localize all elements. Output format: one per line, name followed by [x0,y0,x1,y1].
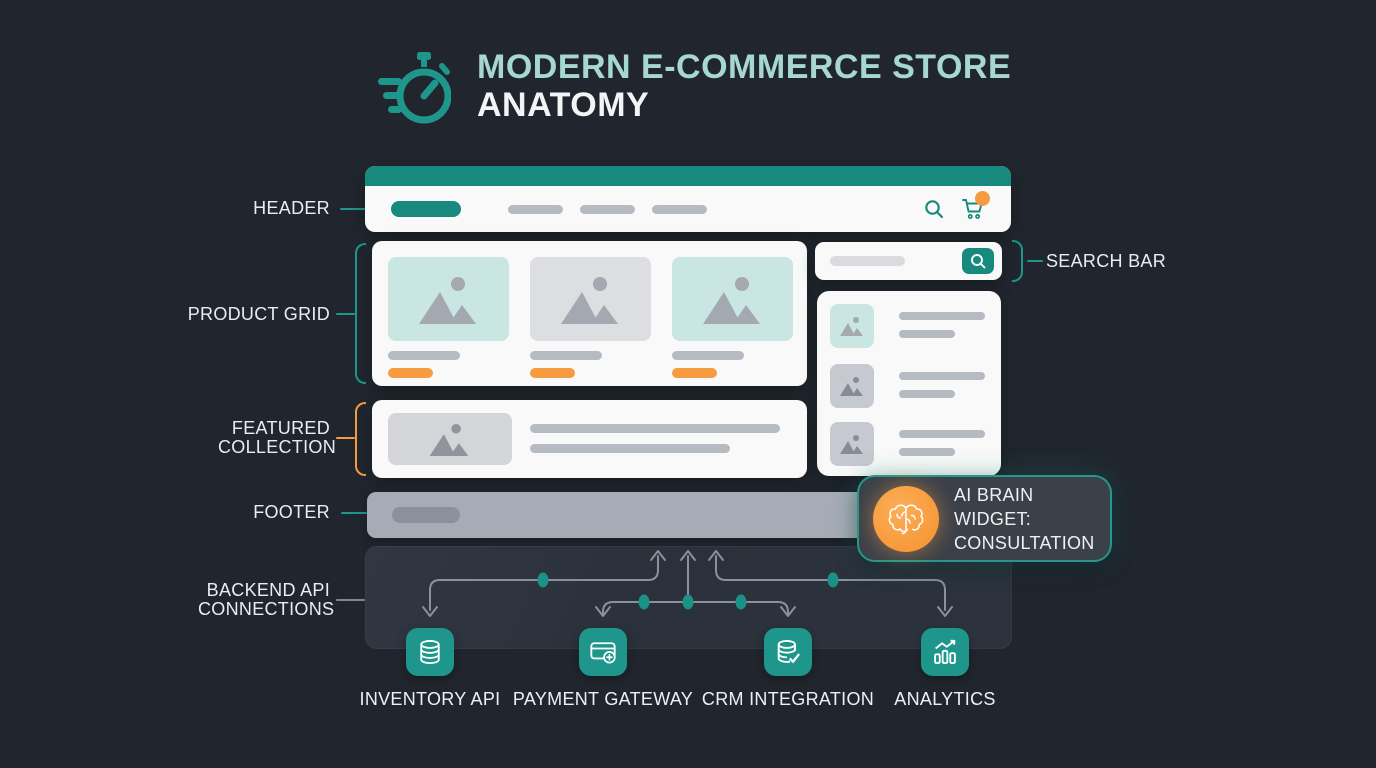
search-icon [925,199,944,218]
backend-item-label: ANALYTICS [894,689,996,709]
analytics-chart-icon [934,639,956,665]
product-price-placeholder [672,368,717,378]
product-image-placeholder [530,257,651,341]
product-title-placeholder [672,351,744,360]
database-check-icon [777,639,800,664]
product-image-placeholder [388,257,509,341]
featured-collection-mockup [372,400,807,478]
label-backend: BACKEND API CONNECTIONS [198,580,335,619]
list-item-line-placeholder [899,390,955,398]
nav-link-placeholder [652,204,707,214]
product-title-placeholder [388,351,460,360]
title-line-2: ANATOMY [477,86,650,124]
search-bar-connector-line [1027,260,1043,262]
list-item-line-placeholder [899,330,955,338]
list-item-line-placeholder [899,430,985,438]
list-item-line-placeholder [899,312,985,320]
product-image-placeholder [672,257,793,341]
image-placeholder-icon [840,377,863,396]
header-top-band [365,166,1011,186]
payment-gateway-node [579,628,627,676]
footer-logo-placeholder [392,507,460,523]
analytics-node [921,628,969,676]
product-list-mockup [817,291,1001,476]
nav-link-placeholder [508,204,563,214]
backend-connector-line [336,599,365,601]
backend-item-label: CRM INTEGRATION [701,689,875,709]
stopwatch-icon [378,52,451,124]
product-title-placeholder [530,351,602,360]
storefront-header-mockup [365,166,1011,232]
header-connector-line [340,208,366,210]
search-bar-bracket [1012,240,1023,282]
search-icon [970,253,985,268]
featured-line-placeholder [530,424,780,433]
product-price-placeholder [530,368,575,378]
cart-badge [975,191,990,206]
label-header: HEADER [253,198,330,218]
payment-card-icon [590,642,616,664]
label-search-bar: SEARCH BAR [1046,251,1167,271]
image-placeholder-icon [840,317,863,336]
title-line-1: MODERN E-COMMERCE STORE [477,48,1012,86]
featured-connector-line [336,437,355,439]
search-bar-mockup [815,242,1002,280]
search-input-placeholder [830,256,905,266]
list-item-image-placeholder [830,364,874,408]
brain-icon [888,504,924,534]
image-placeholder-icon [702,277,760,324]
footer-connector-line [341,512,367,514]
title-block: MODERN E-COMMERCE STORE ANATOMY [377,48,1011,130]
image-placeholder-icon [418,277,476,324]
ai-brain-widget: AI BRAIN WIDGET: CONSULTATION [857,475,1112,562]
featured-line-placeholder [530,444,730,453]
backend-connector-lines [422,550,953,617]
label-footer: FOOTER [253,502,330,522]
product-grid-bracket [355,243,366,384]
list-item-line-placeholder [899,372,985,380]
brain-icon-circle [873,485,939,552]
label-product-grid: PRODUCT GRID [187,304,330,324]
list-item-image-placeholder [830,304,874,348]
backend-item-label: INVENTORY API [359,689,501,709]
image-placeholder-icon [560,277,618,324]
crm-integration-node [764,628,812,676]
ai-widget-text: AI BRAIN WIDGET: CONSULTATION [954,484,1095,553]
list-item-image-placeholder [830,422,874,466]
image-placeholder-icon [840,435,863,454]
product-grid-mockup [372,241,807,386]
list-item-line-placeholder [899,448,955,456]
product-price-placeholder [388,368,433,378]
image-placeholder-icon [429,424,469,456]
backend-item-label: PAYMENT GATEWAY [512,689,694,709]
database-icon [420,639,440,665]
inventory-api-node [406,628,454,676]
search-button [962,248,994,274]
featured-image-placeholder [388,413,512,465]
logo-placeholder [391,201,461,217]
product-grid-connector-line [336,313,355,315]
label-featured-collection: FEATURED COLLECTION [218,418,337,457]
featured-bracket [355,402,366,476]
nav-link-placeholder [580,204,635,214]
